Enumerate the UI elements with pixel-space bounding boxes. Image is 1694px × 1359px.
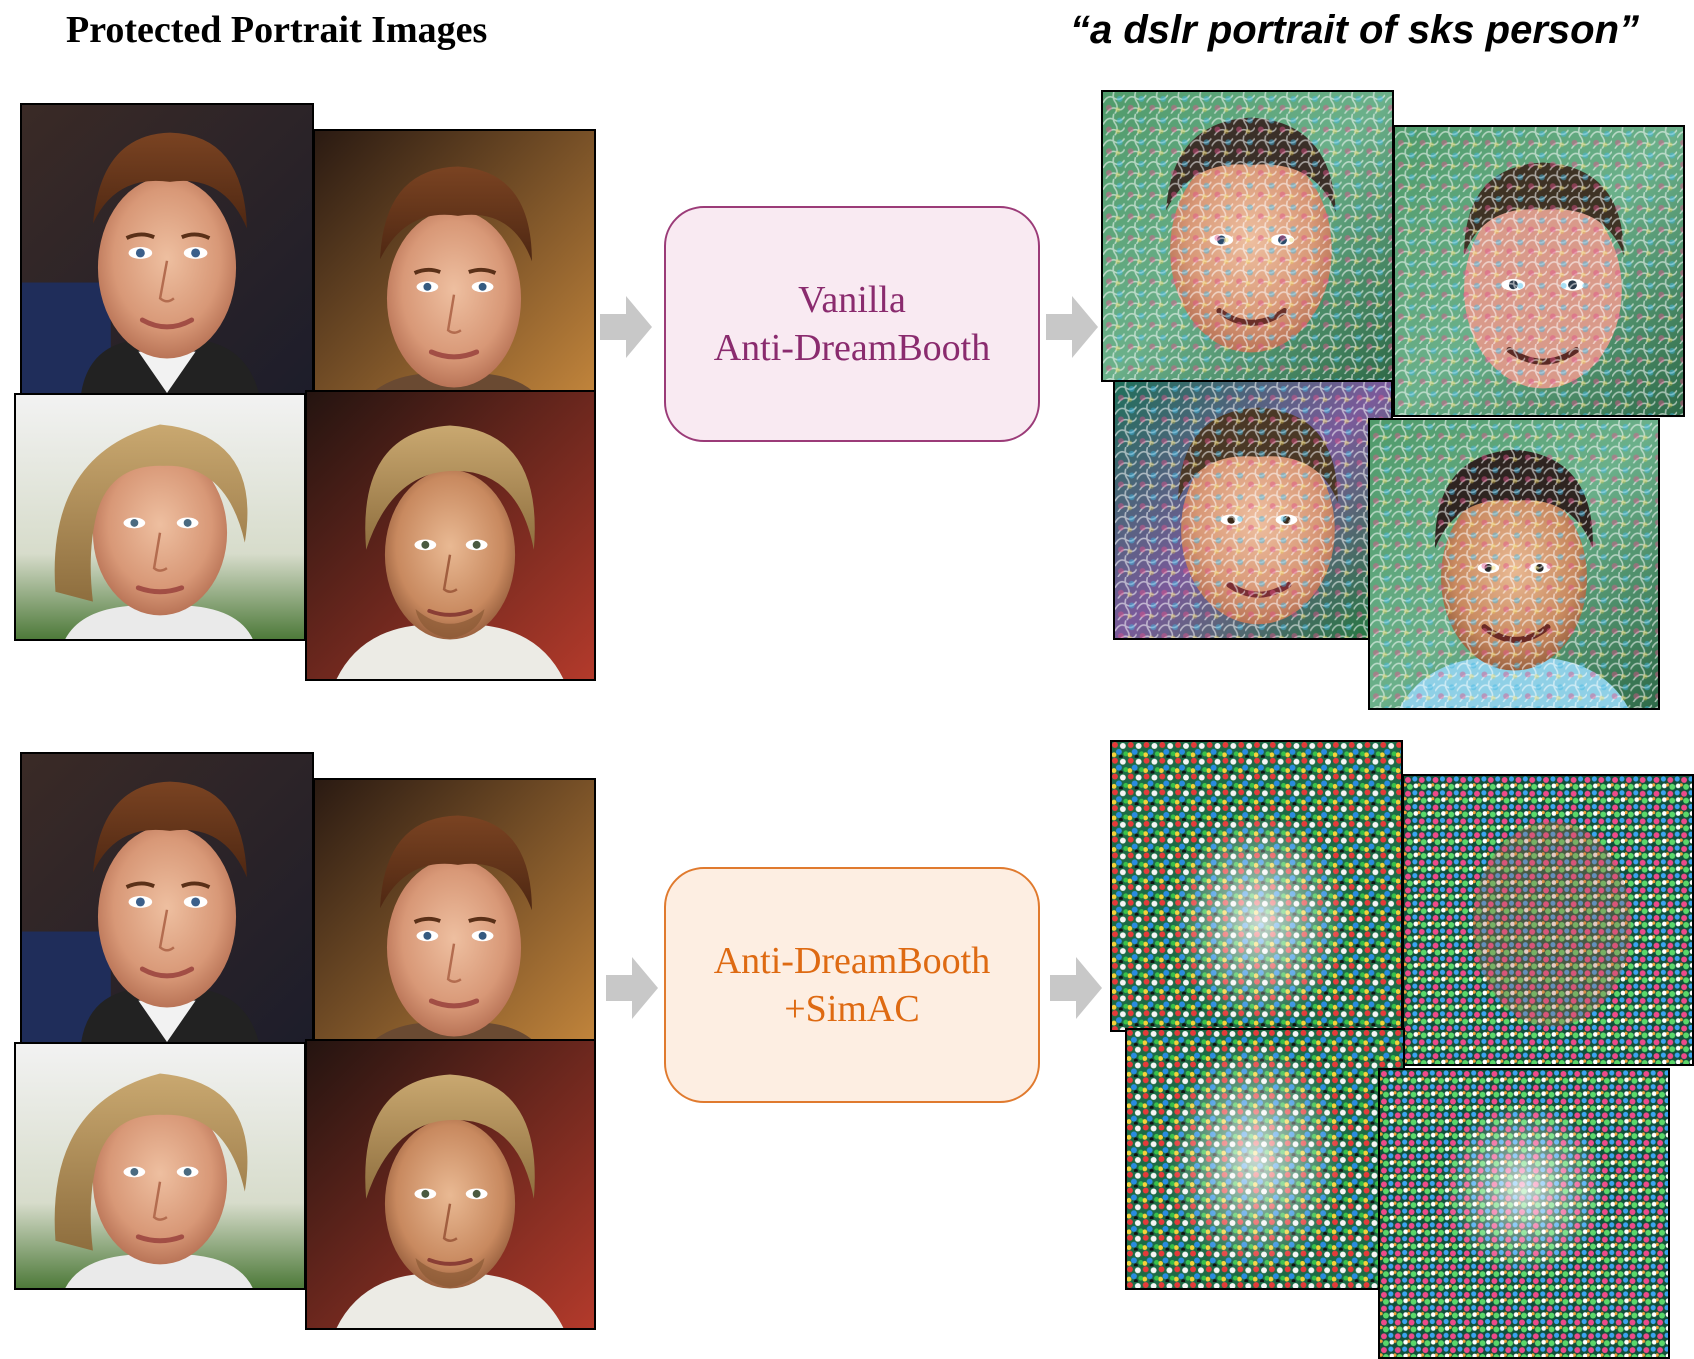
generated-output-3 — [1113, 380, 1393, 640]
right-arrow-icon — [1046, 296, 1098, 358]
right-arrow-icon — [606, 957, 658, 1019]
method-line: Vanilla — [798, 279, 906, 321]
method-line: +SimAC — [784, 988, 920, 1030]
protected-images-title: Protected Portrait Images — [66, 9, 488, 51]
protected-portrait-1 — [20, 752, 314, 1044]
protected-portrait-4 — [305, 1039, 596, 1330]
generated-output-1 — [1101, 90, 1394, 382]
method-box-vanilla: Vanilla Anti-DreamBooth — [664, 206, 1040, 442]
prompt-title: “a dslr portrait of sks person” — [1070, 8, 1640, 52]
method-box-simac: Anti-DreamBooth +SimAC — [664, 867, 1040, 1103]
right-arrow-icon — [600, 296, 652, 358]
generated-output-2 — [1402, 774, 1694, 1066]
protected-portrait-4 — [305, 390, 596, 681]
generated-output-1 — [1110, 740, 1403, 1032]
method-line: Anti-DreamBooth — [713, 327, 991, 369]
protected-portrait-2 — [313, 778, 596, 1070]
generated-output-2 — [1393, 125, 1685, 417]
generated-output-3 — [1125, 1028, 1405, 1290]
method-line: Anti-DreamBooth — [713, 940, 991, 982]
protected-portrait-2 — [313, 129, 596, 421]
generated-output-4 — [1378, 1068, 1670, 1359]
protected-portrait-1 — [20, 103, 314, 395]
generated-output-4 — [1368, 418, 1660, 710]
protected-portrait-3 — [14, 1042, 306, 1290]
protected-portrait-3 — [14, 393, 306, 641]
right-arrow-icon — [1050, 957, 1102, 1019]
